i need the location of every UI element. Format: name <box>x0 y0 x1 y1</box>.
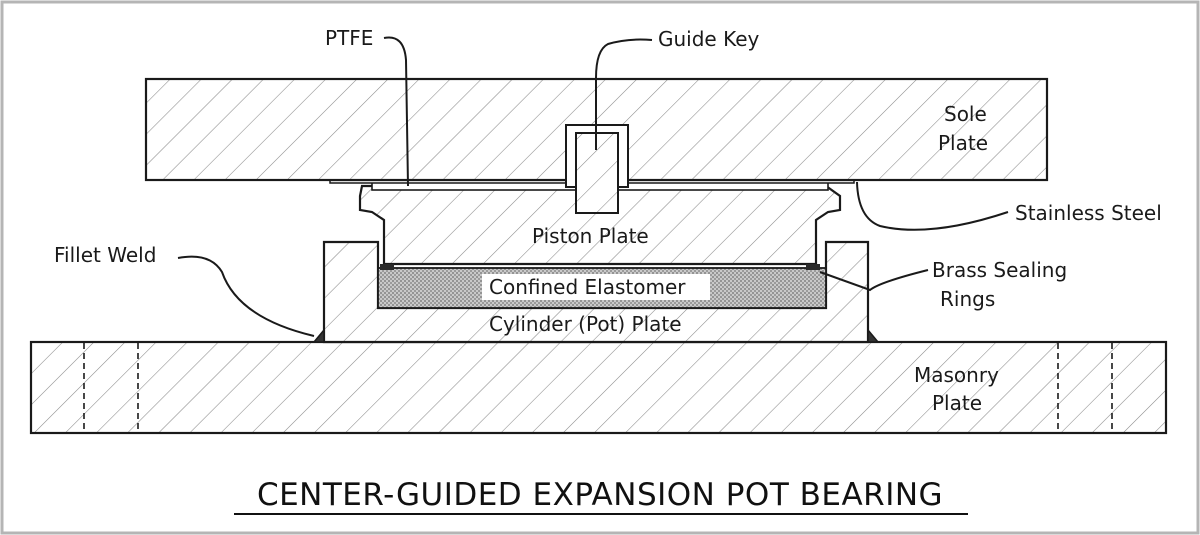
cylinder-pot-plate-label: Cylinder (Pot) Plate <box>489 312 682 336</box>
sole-plate-label-line2: Plate <box>938 131 988 155</box>
masonry-plate <box>29 340 1168 435</box>
elastomer-label-box <box>482 274 710 300</box>
brass-sealing-ring-right <box>806 264 820 270</box>
diagram-title: CENTER-GUIDED EXPANSION POT BEARING <box>257 477 943 513</box>
brass-sealing-rings-label-line1: Brass Sealing <box>932 258 1067 282</box>
sole-plate-label-line1: Sole <box>944 102 987 126</box>
fillet-weld-left <box>312 327 325 343</box>
fillet-weld-right <box>867 327 880 343</box>
ptfe-label: PTFE <box>325 26 373 50</box>
brass-sealing-rings-label-line2: Rings <box>940 287 995 311</box>
stainless-steel-label: Stainless Steel <box>1015 201 1162 225</box>
masonry-plate-label-line1: Masonry <box>914 363 999 387</box>
masonry-plate-label-line2: Plate <box>932 391 982 415</box>
confined-elastomer-label: Confined Elastomer <box>489 275 686 299</box>
fillet-weld-label: Fillet Weld <box>54 243 156 267</box>
piston-plate-label: Piston Plate <box>532 224 649 248</box>
guide-key-label: Guide Key <box>658 27 760 51</box>
leader-lines <box>177 36 1009 337</box>
brass-sealing-ring-left <box>380 264 394 270</box>
